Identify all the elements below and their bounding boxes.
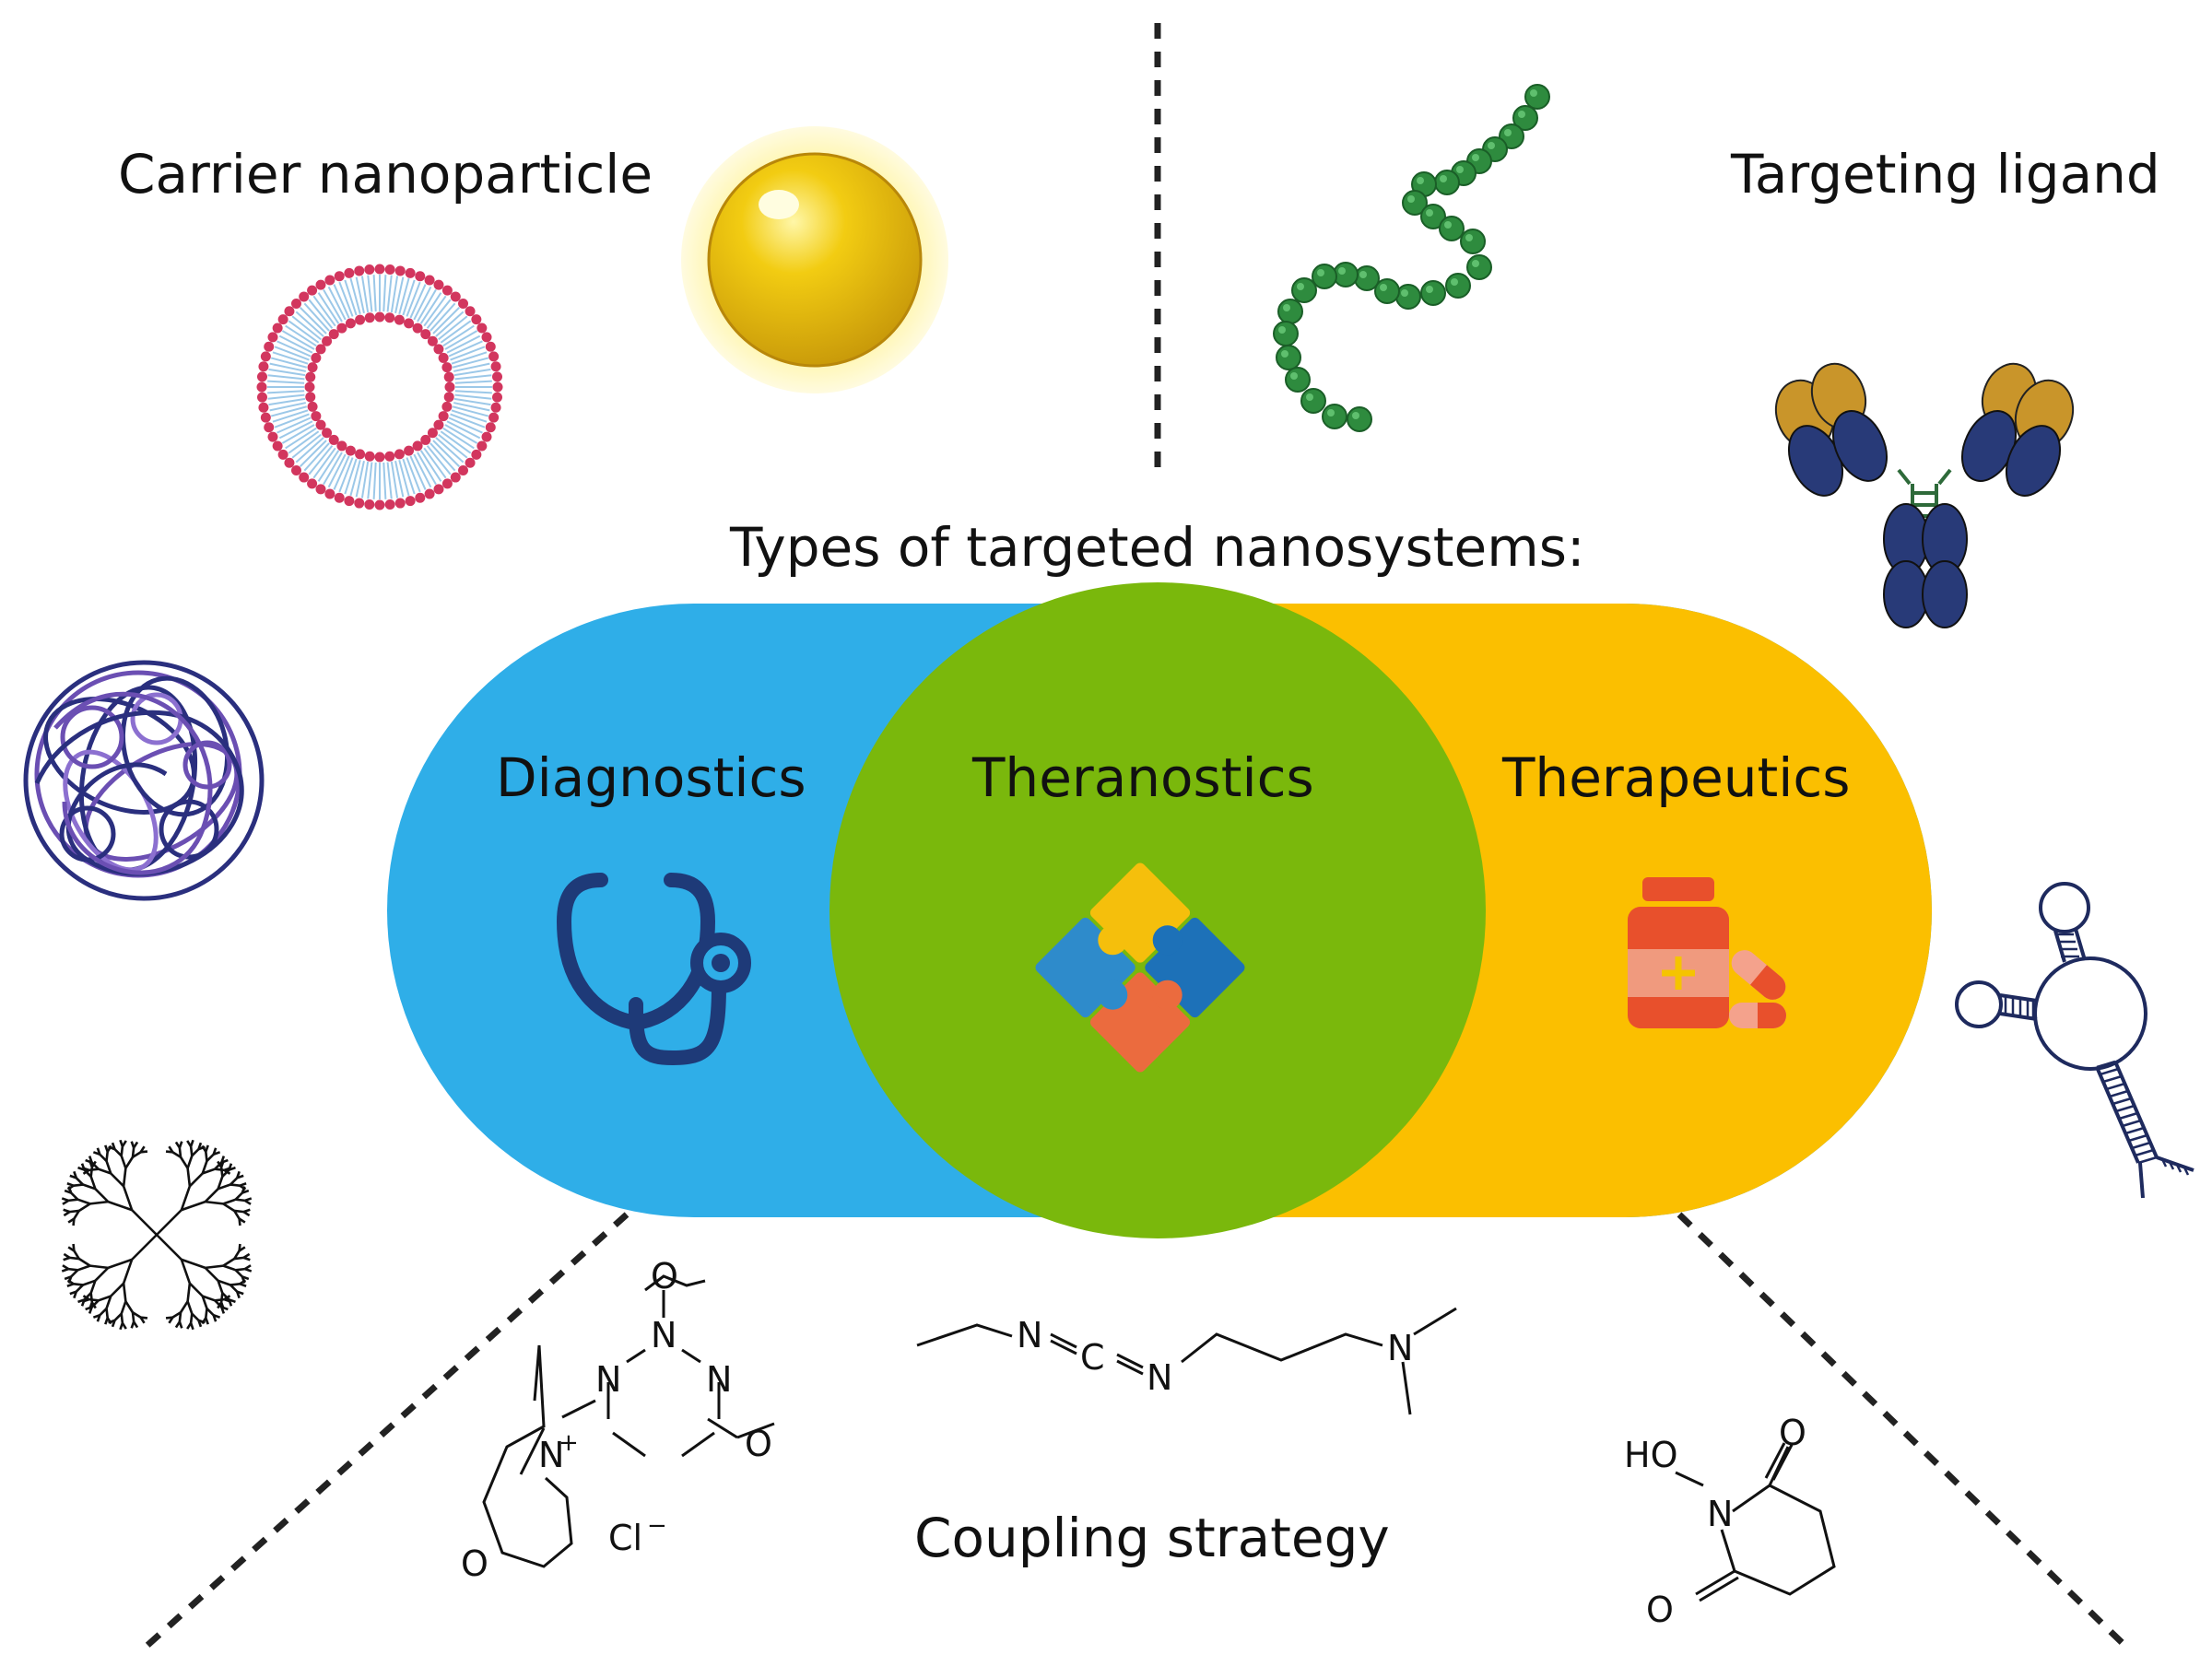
peptide-chain-icon xyxy=(1273,84,1550,432)
dmtmm-Nplus: N xyxy=(538,1435,564,1475)
antibody-icon xyxy=(1774,362,2075,628)
divider-diagonal-right xyxy=(1677,1212,2132,1652)
nhs-HO: HO xyxy=(1624,1435,1677,1475)
dmtmm-structure: O N N N O N + O Cl − xyxy=(461,1256,775,1584)
puzzle-icon xyxy=(1035,862,1245,1073)
nhs-structure: HO N O O xyxy=(1624,1413,1836,1630)
aptamer-icon xyxy=(1955,882,2194,1199)
polymer-nanoparticle-icon xyxy=(23,660,265,901)
targeting-ligand-title: Targeting ligand xyxy=(1731,143,2160,205)
edc-N3: N xyxy=(1387,1328,1413,1368)
dmtmm-Cl: Cl xyxy=(608,1518,642,1558)
dmtmm-minus: − xyxy=(647,1512,667,1540)
edc-N2: N xyxy=(1147,1357,1172,1398)
dmtmm-O1: O xyxy=(651,1256,678,1297)
nhs-O1: O xyxy=(1779,1413,1806,1453)
nhs-N: N xyxy=(1707,1494,1733,1534)
dmtmm-O-ring: O xyxy=(461,1543,488,1584)
liposome-icon xyxy=(256,264,503,510)
carrier-nanoparticle-title: Carrier nanoparticle xyxy=(118,143,653,205)
dmtmm-O2: O xyxy=(745,1424,772,1464)
stethoscope-icon xyxy=(556,873,751,1066)
types-title: Types of targeted nanosystems: xyxy=(730,516,1585,579)
theranostics-label: Theranostics xyxy=(972,746,1314,809)
gold-nanoparticle-icon xyxy=(681,126,948,393)
dendrimer-icon xyxy=(61,1139,253,1331)
dmtmm-N2: N xyxy=(595,1359,621,1400)
edc-structure: N C N N xyxy=(916,1307,1457,1415)
diagnostics-label: Diagnostics xyxy=(496,746,806,809)
therapeutics-label: Therapeutics xyxy=(1502,746,1851,809)
dmtmm-plus: + xyxy=(559,1429,579,1457)
nhs-O2: O xyxy=(1646,1590,1674,1630)
divider-diagonal-left xyxy=(140,1212,629,1652)
coupling-strategy-title: Coupling strategy xyxy=(914,1507,1390,1569)
medicine-bottle-icon xyxy=(1628,877,1786,1028)
dmtmm-N3: N xyxy=(706,1359,732,1400)
dmtmm-N1: N xyxy=(651,1315,677,1355)
edc-C: C xyxy=(1080,1337,1105,1378)
edc-N1: N xyxy=(1017,1315,1042,1355)
